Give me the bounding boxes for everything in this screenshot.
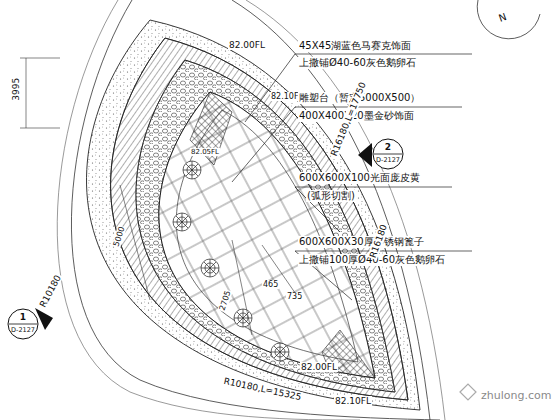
dimension: 465	[262, 280, 279, 289]
north-mark: N	[496, 11, 509, 25]
material-note: 上撒铺Ø40-60灰色鹅卵石	[298, 57, 417, 69]
material-note: 600X600X30厚不锈钢篦子	[298, 236, 425, 248]
elevation: 82.05FL	[190, 148, 220, 156]
sheet-reference: D-2127	[376, 155, 400, 164]
callout-number: 2	[385, 143, 391, 155]
dimension: 3995	[11, 77, 21, 102]
material-note: 45X45湖蓝色马赛克饰面	[298, 40, 412, 52]
dimension: 735	[286, 292, 303, 301]
sheet-reference: D-2127	[11, 325, 35, 334]
callout-number: 1	[20, 313, 26, 325]
watermark: zhulong.com	[480, 390, 552, 403]
radius-dimension: R10180	[37, 272, 63, 309]
elevation: 82.00FL	[300, 362, 338, 372]
material-note: 600X600X100光面庞皮黄	[298, 172, 421, 184]
section-callout: 1D-2127	[7, 308, 39, 340]
elevation: 82.00FL	[228, 40, 266, 50]
elevation: 82.10FL	[334, 396, 372, 406]
section-callout: 2D-2127	[372, 138, 404, 170]
material-note: (弧形切割)	[306, 190, 356, 202]
